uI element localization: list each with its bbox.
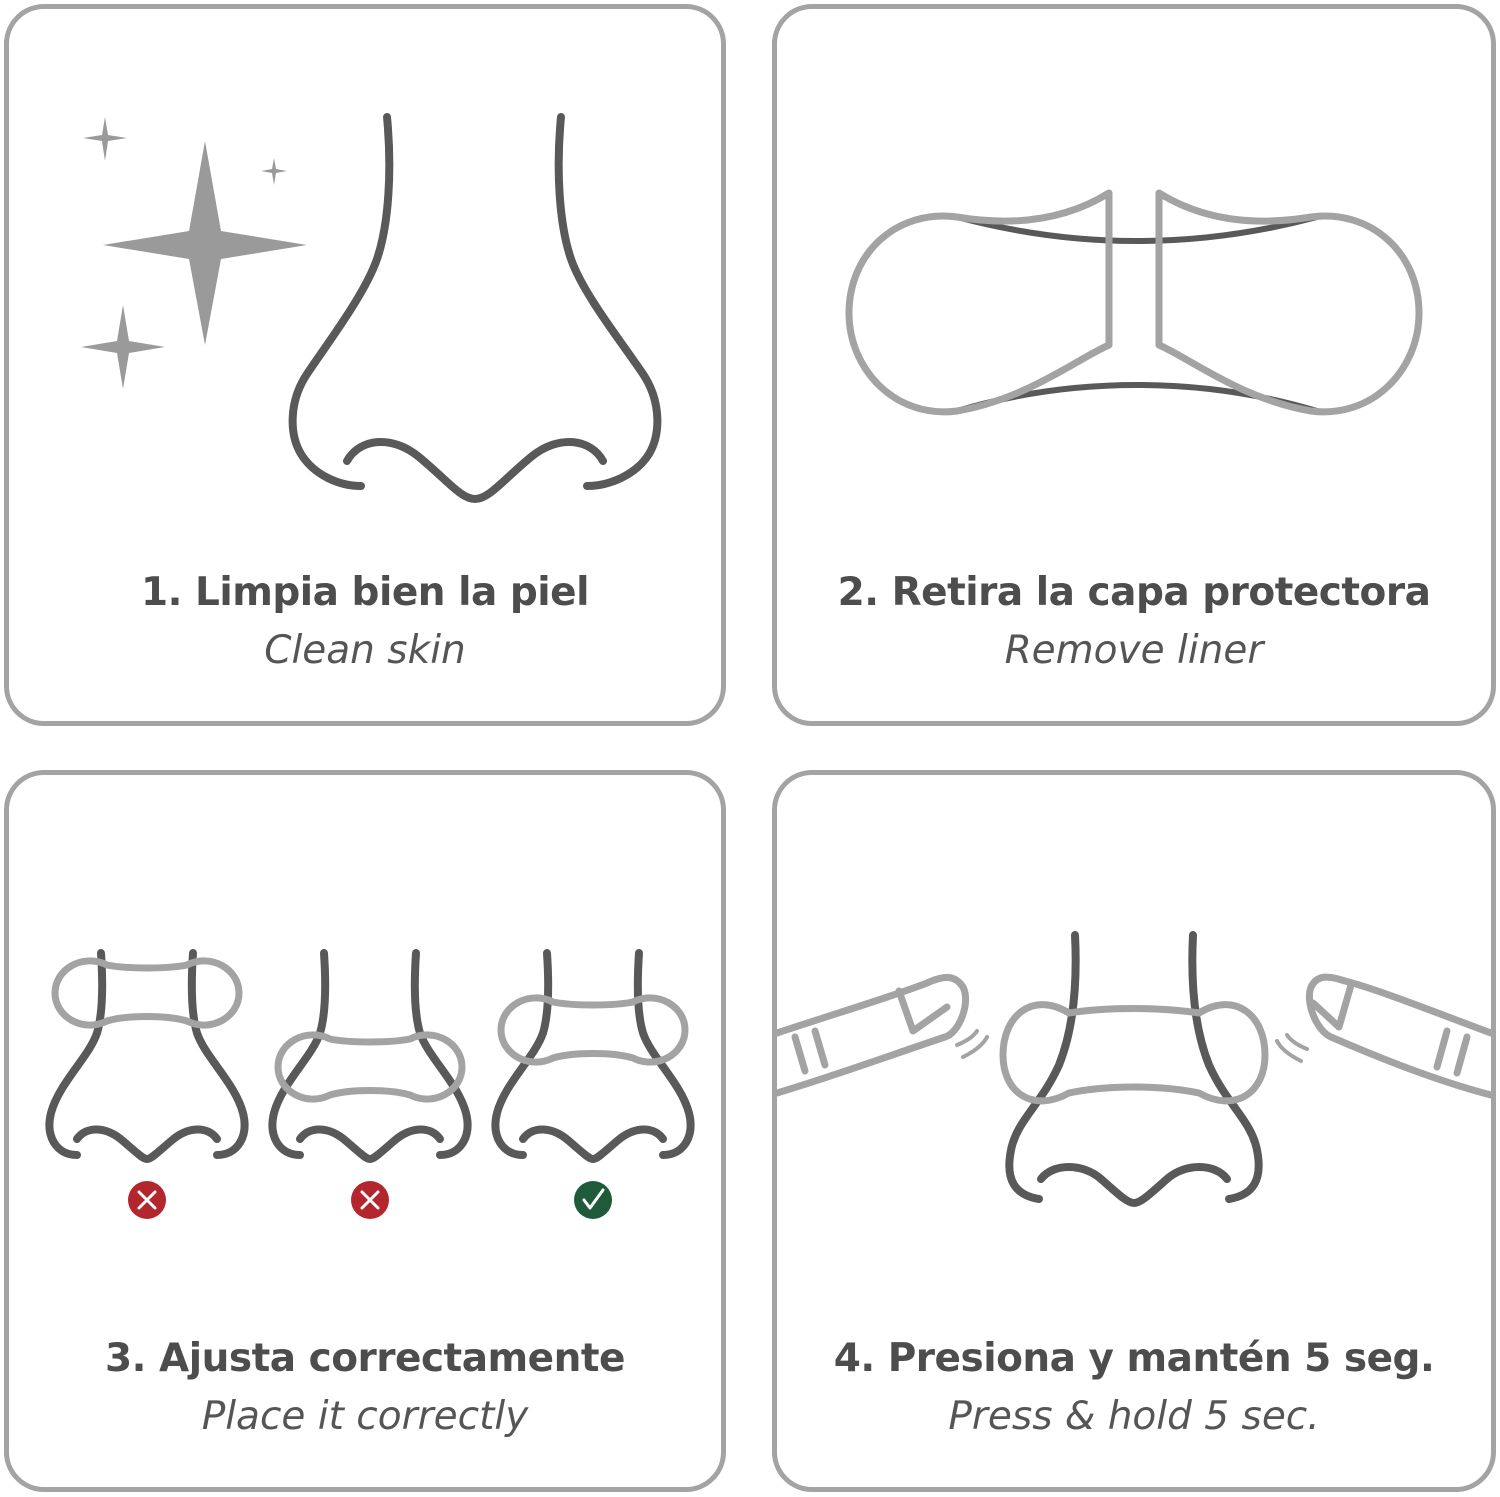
step-4-caption: 4. Presiona y mantén 5 seg. Press & hold… (777, 1331, 1491, 1447)
nose-icon (288, 113, 662, 503)
nose-icon (1005, 931, 1263, 1207)
cross-icon (128, 1181, 166, 1219)
placement-example-2 (272, 953, 467, 1159)
step-1-caption: 1. Limpia bien la piel Clean skin (9, 565, 721, 681)
right-finger-icon (1275, 973, 1491, 1099)
step-1-illustration (81, 113, 662, 503)
step-4-panel: 4. Presiona y mantén 5 seg. Press & hold… (772, 770, 1496, 1492)
nose-strip-icon (999, 1001, 1269, 1105)
step-1-subtitle: Clean skin (264, 628, 466, 673)
step-3-panel: 3. Ajusta correctamente Place it correct… (4, 770, 726, 1492)
step-2-title: 2. Retira la capa protectora (837, 570, 1431, 615)
step-3-subtitle: Place it correctly (201, 1394, 529, 1439)
step-4-title: 4. Presiona y mantén 5 seg. (833, 1336, 1435, 1381)
step-2-panel: 2. Retira la capa protectora Remove line… (772, 4, 1496, 726)
placement-example-1 (49, 953, 244, 1159)
step-2-caption: 2. Retira la capa protectora Remove line… (777, 565, 1491, 681)
step-2-illustration (845, 189, 1423, 416)
cross-icon (351, 1181, 389, 1219)
check-icon (574, 1181, 612, 1219)
step-4-illustration (777, 931, 1491, 1207)
nose-strip-icon (845, 189, 1423, 416)
placement-example-3 (495, 953, 690, 1159)
step-1-panel: 1. Limpia bien la piel Clean skin (4, 4, 726, 726)
step-3-illustration (9, 775, 721, 1219)
step-2-subtitle: Remove liner (1004, 628, 1264, 673)
step-3-title: 3. Ajusta correctamente (105, 1336, 625, 1381)
step-4-subtitle: Press & hold 5 sec. (948, 1394, 1320, 1439)
step-1-title: 1. Limpia bien la piel (140, 570, 590, 615)
step-3-caption: 3. Ajusta correctamente Place it correct… (9, 1331, 721, 1447)
sparkle-icon (81, 117, 307, 389)
left-finger-icon (777, 974, 989, 1097)
